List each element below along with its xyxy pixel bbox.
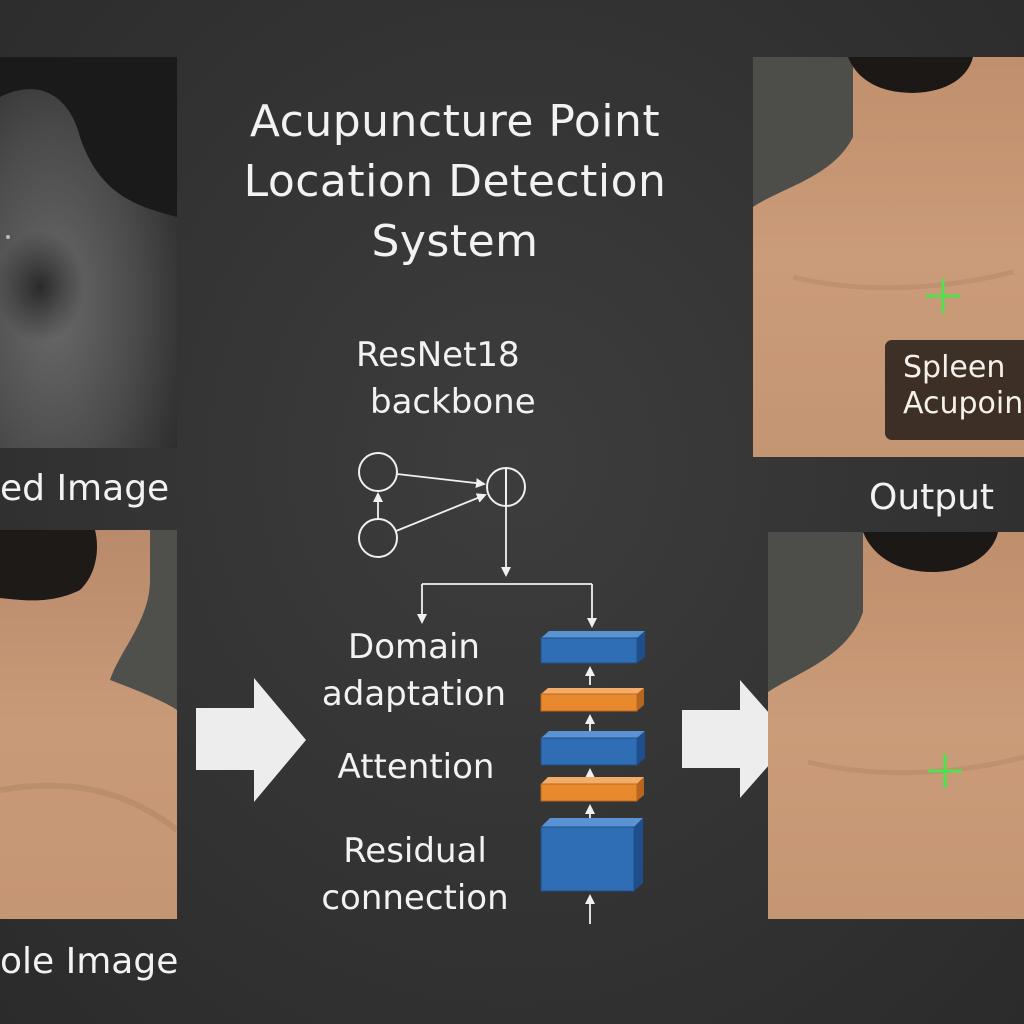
input-image-grayscale xyxy=(0,57,177,448)
block-residual-blue xyxy=(540,818,643,892)
right-arrow-icon xyxy=(196,678,306,802)
title-line-1: Acupuncture Point xyxy=(249,96,661,147)
output-caption: Spleen Acupoin xyxy=(885,340,1024,440)
backbone-line-2: backbone xyxy=(370,382,536,422)
page-title: Acupuncture Point Location Detection Sys… xyxy=(200,92,710,272)
block-domain-orange xyxy=(540,688,644,712)
caption-line-1: Spleen xyxy=(903,350,1006,385)
block-attention-orange xyxy=(540,777,644,802)
block-attention-blue xyxy=(540,731,645,766)
attention-label: Attention xyxy=(300,744,532,791)
output-image-bottom xyxy=(768,532,1024,919)
input-image-color xyxy=(0,530,177,919)
attention-text: Attention xyxy=(337,747,495,787)
crosshair-icon xyxy=(926,279,960,313)
residual-line-2: connection xyxy=(321,878,509,918)
title-line-3: System xyxy=(371,216,539,267)
caption-line-2: Acupoin xyxy=(903,386,1024,421)
output-label: Output xyxy=(869,477,995,518)
network-diagram xyxy=(358,452,645,924)
graph-node xyxy=(358,518,398,558)
residual-line-1: Residual xyxy=(343,831,487,871)
right-arrow-icon xyxy=(682,680,792,798)
domain-line-1: Domain xyxy=(348,627,480,667)
domain-adaptation-label: Domain adaptation xyxy=(300,624,528,718)
title-line-2: Location Detection xyxy=(243,156,667,207)
top-left-image-label: ed Image xyxy=(0,468,170,509)
graph-node xyxy=(358,452,398,492)
block-domain-blue xyxy=(540,631,645,664)
domain-line-2: adaptation xyxy=(321,674,507,714)
backbone-line-1: ResNet18 xyxy=(356,335,520,375)
residual-connection-label: Residual connection xyxy=(300,828,530,922)
bottom-left-image-label: ole Image xyxy=(0,941,179,982)
backbone-label: ResNet18 backbone xyxy=(340,332,560,426)
crosshair-icon xyxy=(928,754,962,788)
